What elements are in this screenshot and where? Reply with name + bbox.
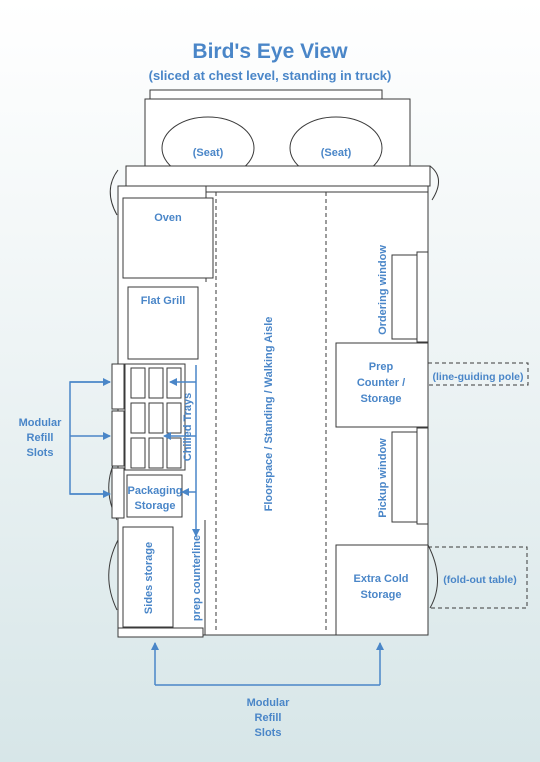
seat-left-label: (Seat) — [193, 147, 224, 159]
bottom-left-strip — [117, 627, 204, 638]
refill-left-label-2: Refill — [27, 432, 54, 444]
flat-grill-label: Flat Grill — [141, 295, 186, 307]
refill-left-label-1: Modular — [19, 417, 62, 429]
sides-storage-label: Sides storage — [143, 542, 155, 614]
packaging-label-1: Packaging — [127, 485, 182, 497]
cab-bumper — [125, 165, 431, 187]
page-subtitle: (sliced at chest level, standing in truc… — [148, 68, 392, 83]
refill-left-label-3: Slots — [27, 447, 54, 459]
wheel-top-right — [429, 165, 439, 201]
chilled-trays-label: Chilled Trays — [182, 393, 194, 461]
line-guiding-pole-label: (line-guiding pole) — [433, 371, 524, 383]
wheel-bottom-right — [427, 544, 439, 609]
refill-slot-2 — [111, 410, 125, 467]
refill-bottom-label-3: Slots — [255, 727, 282, 739]
ordering-window — [391, 254, 419, 340]
prep-counterline-label: prep counterline — [191, 535, 203, 621]
prep-counter-label-1: Prep — [369, 361, 394, 373]
fold-out-table-label: (fold-out table) — [443, 574, 516, 586]
extra-cold-storage — [335, 544, 429, 636]
oven — [122, 197, 214, 279]
fold-out-table-outline — [428, 546, 528, 609]
refill-bottom-label-2: Refill — [255, 712, 282, 724]
refill-left-bracket — [69, 381, 110, 495]
ordering-window-label: Ordering window — [377, 245, 389, 335]
sides-storage — [122, 526, 174, 628]
extra-cold-label-1: Extra Cold — [353, 573, 408, 585]
wheel-top-left — [109, 169, 119, 216]
line-guiding-pole-outline — [428, 362, 529, 386]
prep-counter-label-2: Counter / — [357, 377, 405, 389]
packaging-label-2: Storage — [135, 500, 176, 512]
pickup-window — [391, 431, 419, 523]
wheel-bottom-left — [108, 539, 119, 611]
seat-right-label: (Seat) — [321, 147, 352, 159]
packaging-storage — [126, 474, 183, 518]
oven-label: Oven — [154, 212, 182, 224]
prep-counter — [335, 342, 429, 428]
pickup-window-label: Pickup window — [377, 438, 389, 518]
page-title: Bird's Eye View — [192, 40, 348, 63]
refill-slot-1 — [111, 363, 125, 410]
prep-counter-label-3: Storage — [361, 393, 402, 405]
flat-grill — [127, 286, 199, 360]
floorspace-label: Floorspace / Standing / Walking Aisle — [263, 317, 275, 512]
extra-cold-label-2: Storage — [361, 589, 402, 601]
refill-bottom-label-1: Modular — [247, 697, 290, 709]
refill-slot-3 — [111, 467, 125, 519]
